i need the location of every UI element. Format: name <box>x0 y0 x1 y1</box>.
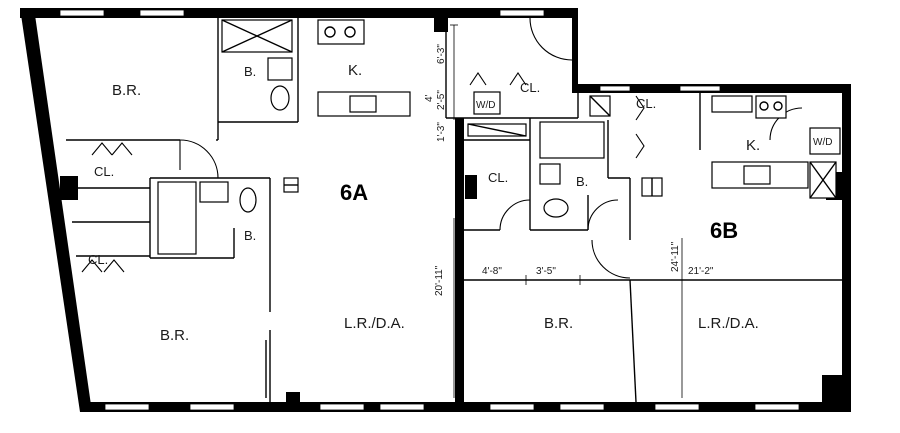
room-label-bedroom-bottom: B.R. <box>160 327 189 344</box>
room-label-closet-kitchen: CL. <box>636 96 656 111</box>
toilet-6b <box>543 198 569 218</box>
south-wall-b <box>455 402 851 412</box>
column-west <box>60 176 78 200</box>
dim-6a-living-depth: 20'-11" <box>434 265 445 296</box>
column-east <box>822 375 844 405</box>
column-b-mid <box>465 175 477 199</box>
south-wall-a <box>80 402 464 412</box>
room-label-living-6b: L.R./D.A. <box>698 315 759 332</box>
room-label-closet-6a-top: CL. <box>94 164 114 179</box>
fixtures-6b <box>467 91 841 218</box>
dim-6a-small-3: 1'-3" <box>436 122 447 142</box>
dim-6b-living-width: 21'-2" <box>688 266 714 277</box>
room-label-wd-hall: W/D <box>476 100 495 111</box>
east-wall <box>842 84 851 412</box>
dim-6b-closet-width: 4'-8" <box>482 266 502 277</box>
unit-6b-walls <box>455 8 851 412</box>
unit-6b-partitions <box>464 93 842 403</box>
windows <box>59 9 800 411</box>
dim-6b-living-depth: 24'-11" <box>670 241 681 272</box>
unit-6a-walls <box>20 8 576 412</box>
kitchen-sink-6a <box>349 95 377 113</box>
west-wall <box>20 8 92 412</box>
doors <box>81 17 803 279</box>
sink-6a-top <box>267 57 293 81</box>
toilet-6a-top <box>270 85 290 111</box>
room-label-living-6a: L.R./D.A. <box>344 315 405 332</box>
dim-6a-hall-depth: 6'-3" <box>436 44 447 64</box>
room-label-kitchen-6b: K. <box>746 137 760 154</box>
column-a <box>434 18 448 32</box>
unit-label-6a: 6A <box>340 180 368 205</box>
toilet-6a-mid <box>239 187 257 213</box>
room-label-bath-6a-mid: B. <box>244 228 256 243</box>
room-label-bath-6a-top: B. <box>244 64 256 79</box>
unit-label-6b: 6B <box>710 218 738 243</box>
room-label-bedroom-6b: B.R. <box>544 315 573 332</box>
room-label-closet-6b-top: CL. <box>520 80 540 95</box>
tub-6b <box>539 121 605 159</box>
fixtures-6a <box>157 19 411 398</box>
kitchen-sink-6b <box>743 165 771 185</box>
wd-kitchen-box <box>809 127 841 155</box>
room-label-bath-6b: B. <box>576 174 588 189</box>
room-label-bedroom-top: B.R. <box>112 82 141 99</box>
dim-6b-bath-width: 3'-5" <box>536 266 556 277</box>
party-wall <box>455 118 464 412</box>
unit-6a-partitions <box>66 18 464 402</box>
sink-6a-mid <box>199 181 229 203</box>
column-south-a <box>286 392 300 404</box>
room-label-closet-6a-bottom: CL. <box>88 252 108 267</box>
room-label-closet-6b-left: CL. <box>488 170 508 185</box>
stair-wall-b <box>572 8 578 93</box>
dim-6a-small-2: 2'-5" <box>436 90 447 110</box>
tub-6a <box>157 181 197 255</box>
cabinet-6b <box>711 95 753 113</box>
room-label-kitchen-6a: K. <box>348 62 362 79</box>
room-label-wd-kitchen: W/D <box>813 137 832 148</box>
dim-6a-small-1: 4' <box>424 94 435 102</box>
sink-6b <box>539 163 561 185</box>
dimension-lines <box>450 24 842 398</box>
north-wall-a <box>20 8 576 18</box>
wd-hall-box <box>473 91 501 115</box>
